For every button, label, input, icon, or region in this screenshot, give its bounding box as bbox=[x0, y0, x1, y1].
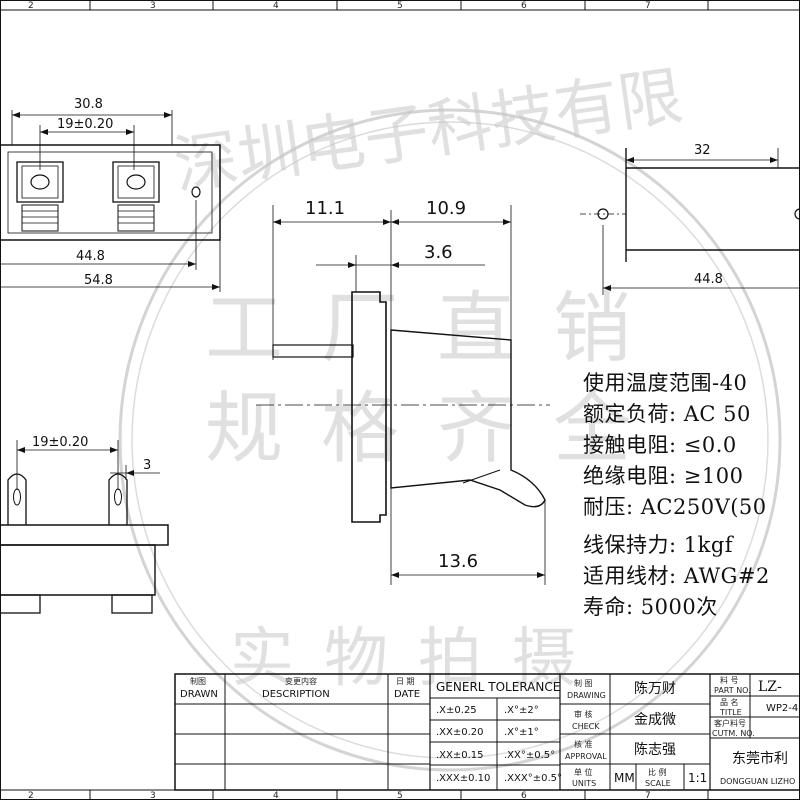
tb-title-cn: 品 名 bbox=[720, 697, 739, 707]
title-block-text: 制图 DRAWN 变更内容 DESCRIPTION 日 期 DATE GENER… bbox=[180, 675, 798, 788]
watermark-seal-inner bbox=[131, 121, 769, 759]
tb-approval-en: APPROVAL bbox=[565, 752, 607, 761]
tb-tolerance-header: GENERL TOLERANCE bbox=[436, 680, 560, 694]
grid-bottom-3: 3 bbox=[150, 791, 156, 800]
tb-title-en: TITLE bbox=[719, 708, 742, 717]
tb-cust-cn: 客户料号 bbox=[714, 718, 746, 728]
tb-units-cn: 单 位 bbox=[574, 767, 593, 777]
dim-30-8: 30.8 bbox=[74, 97, 103, 112]
tb-check-name: 金成微 bbox=[634, 712, 676, 728]
grid-bottom-2: 2 bbox=[28, 791, 34, 800]
dim-19-top: 19±0.20 bbox=[57, 117, 113, 132]
tb-tol-r4-c2: .XXX°±0.5° bbox=[504, 773, 562, 784]
dim-44-8-left: 44.8 bbox=[76, 249, 105, 264]
tb-scale-val: 1:1 bbox=[688, 771, 707, 785]
tb-title-val: WP2-4 bbox=[766, 703, 798, 714]
top-view bbox=[580, 148, 800, 295]
tb-check-cn: 审 核 bbox=[574, 709, 593, 719]
tb-partno-cn: 料 号 bbox=[720, 675, 739, 685]
bottom-view bbox=[0, 440, 169, 614]
tb-scale-en: SCALE bbox=[645, 779, 671, 788]
spec-wire-retention: 线保持力: 1kgf bbox=[583, 533, 735, 557]
spec-list: 使用温度范围-40 额定负荷: AC 50 接触电阻: ≤0.0 绝缘电阻: ≥… bbox=[583, 371, 770, 619]
tb-approval-cn: 核 准 bbox=[574, 739, 593, 749]
dim-11-1: 11.1 bbox=[305, 198, 345, 219]
tb-tol-r1-c1: .X±0.25 bbox=[436, 705, 477, 716]
bottom-view-dimensions: 19±0.20 3 bbox=[32, 435, 151, 473]
watermark-row2: 工厂直销 bbox=[205, 284, 669, 374]
tb-tol-r2-c1: .XX±0.20 bbox=[436, 727, 484, 738]
tb-company-cn: 东莞市利 bbox=[732, 750, 788, 767]
watermark-row4: 实物拍摄 bbox=[230, 622, 606, 696]
grid-labels-top: 2 3 4 5 6 7 bbox=[28, 1, 651, 11]
grid-top-6: 6 bbox=[521, 1, 527, 11]
tb-tol-r4-c1: .XXX±0.10 bbox=[436, 773, 490, 784]
tb-drawing-cn: 制 图 bbox=[574, 678, 593, 688]
spec-temp-range: 使用温度范围-40 bbox=[583, 371, 747, 395]
tb-tol-r3-c1: .XX±0.15 bbox=[436, 750, 484, 761]
dim-3: 3 bbox=[143, 458, 151, 473]
tb-cust-en: CUTM. NO. bbox=[712, 729, 755, 738]
dim-54-8: 54.8 bbox=[84, 273, 113, 288]
grid-bottom-6: 6 bbox=[521, 791, 527, 800]
tb-approval-name: 陈志强 bbox=[634, 741, 676, 758]
grid-labels-bottom: 2 3 4 5 6 7 bbox=[28, 791, 651, 800]
tb-date-cn: 日 期 bbox=[396, 677, 415, 686]
watermark-seal bbox=[118, 108, 782, 772]
grid-top-4: 4 bbox=[273, 1, 279, 11]
dim-3-6: 3.6 bbox=[424, 242, 453, 263]
tb-tol-r1-c2: .X°±2° bbox=[504, 705, 539, 716]
watermark-row1: 深圳电子科技有限 bbox=[170, 60, 687, 205]
dim-32: 32 bbox=[694, 143, 711, 158]
dim-10-9: 10.9 bbox=[426, 198, 466, 219]
side-view bbox=[256, 205, 550, 585]
tb-tol-r2-c2: .X°±1° bbox=[504, 727, 539, 738]
spec-lifetime: 寿命: 5000次 bbox=[583, 595, 718, 619]
tb-partno-val: LZ- bbox=[758, 679, 782, 695]
spec-withstand-voltage: 耐压: AC250V(50 bbox=[583, 495, 767, 519]
front-view bbox=[0, 110, 221, 292]
title-block bbox=[174, 673, 800, 791]
grid-bottom-7: 7 bbox=[645, 791, 651, 800]
tb-company-en: DONGGUAN LIZHO bbox=[720, 777, 795, 786]
watermark-row3: 规格齐全 bbox=[205, 384, 669, 474]
dim-19-bottom: 19±0.20 bbox=[32, 435, 88, 450]
grid-top-3: 3 bbox=[150, 1, 156, 11]
dim-13-6: 13.6 bbox=[438, 551, 478, 572]
tb-desc-cn: 变更内容 bbox=[285, 676, 317, 686]
tb-check-en: CHECK bbox=[572, 722, 600, 731]
top-view-dimensions: 32 44.8 bbox=[694, 143, 723, 287]
spec-wire-gauge: 适用线材: AWG#2 bbox=[583, 564, 770, 588]
dim-44-8-right: 44.8 bbox=[694, 272, 723, 287]
tb-tol-r3-c2: .XX°±0.5° bbox=[504, 750, 555, 761]
tb-drawn-cn: 制图 bbox=[190, 676, 206, 686]
tb-date-en: DATE bbox=[394, 689, 420, 700]
tb-units-en: UNITS bbox=[572, 779, 596, 788]
grid-bottom-5: 5 bbox=[397, 791, 403, 800]
spec-insulation-resistance: 绝缘电阻: ≥100 bbox=[583, 464, 743, 488]
tb-drawing-en: DRAWING bbox=[567, 691, 606, 700]
grid-bottom-4: 4 bbox=[273, 791, 279, 800]
tb-units-val: MM bbox=[614, 771, 635, 785]
side-view-dimensions: 11.1 10.9 3.6 13.6 bbox=[305, 198, 478, 572]
grid-top-2: 2 bbox=[28, 1, 34, 11]
tb-desc-en: DESCRIPTION bbox=[262, 689, 330, 700]
spec-rated-load: 额定负荷: AC 50 bbox=[583, 402, 751, 426]
tb-partno-en: PART NO. bbox=[714, 686, 751, 695]
grid-top-5: 5 bbox=[397, 1, 403, 11]
front-view-dimensions: 30.8 19±0.20 44.8 54.8 bbox=[57, 97, 113, 288]
spec-contact-resistance: 接触电阻: ≤0.0 bbox=[583, 433, 737, 457]
tb-drawn-en: DRAWN bbox=[180, 689, 218, 700]
tb-drawing-name: 陈万财 bbox=[634, 680, 676, 697]
grid-top-7: 7 bbox=[645, 1, 651, 11]
tb-scale-cn: 比 例 bbox=[648, 767, 667, 777]
